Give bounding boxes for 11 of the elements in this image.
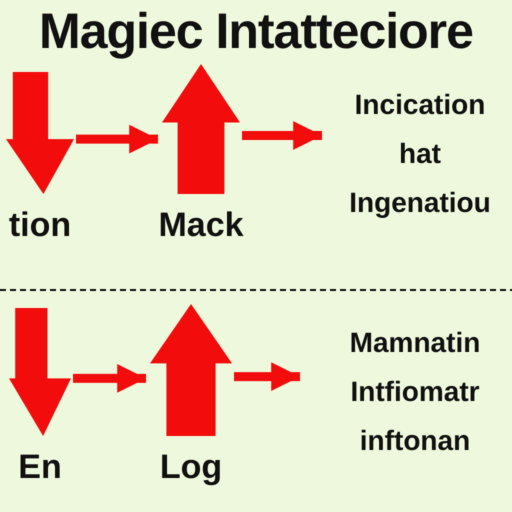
description-text: Incication hat Ingenatiou (348, 88, 492, 220)
arrow (73, 364, 146, 393)
arrow-caption: Log (158, 448, 224, 487)
arrow-caption: En (17, 448, 63, 487)
title: Magiec Intatteciore (38, 2, 474, 60)
arrow (242, 121, 322, 150)
arrow-caption: tion (8, 206, 72, 245)
arrow-caption: Mack (157, 206, 245, 245)
arrow (234, 362, 300, 391)
description-text: Mamnatin Intfiomatr inftonan (348, 326, 482, 458)
arrow (76, 124, 158, 154)
